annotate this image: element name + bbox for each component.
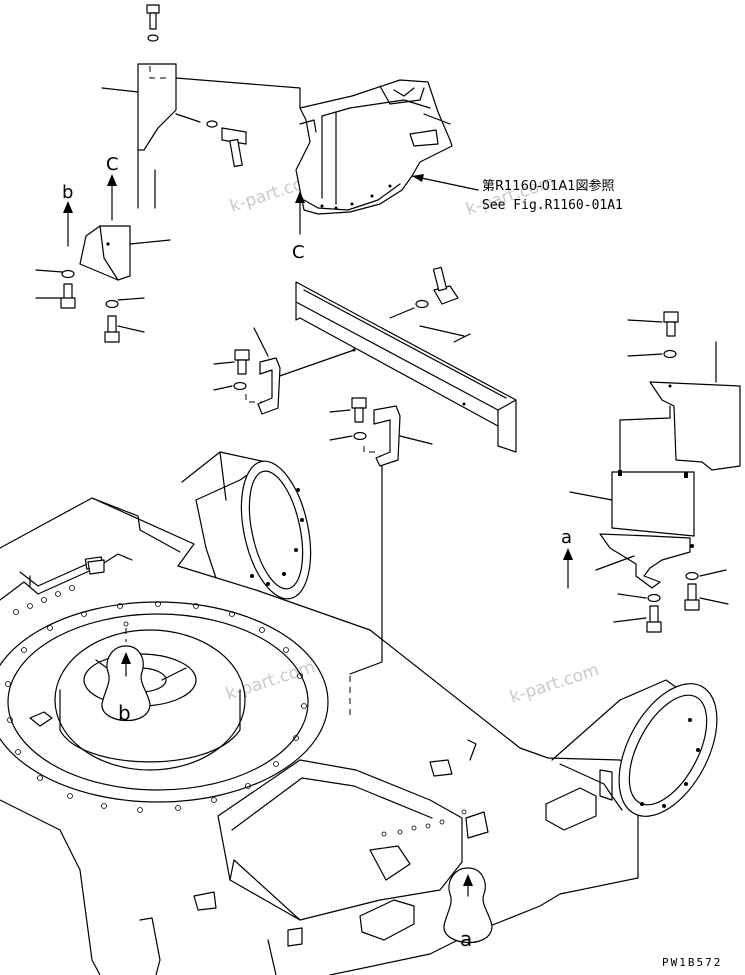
- view-b-label-marker: b: [118, 701, 131, 725]
- leader-line-a: [349, 465, 383, 675]
- reference-text-jp: 第R1160-01A1図参照: [482, 178, 615, 194]
- view-a-marker: a: [443, 867, 493, 951]
- housing-cover: 第R1160-01A1図参照 See Fig.R1160-01A1: [295, 79, 623, 215]
- view-a-label-marker: a: [460, 927, 472, 951]
- view-c-arrow-left: C: [106, 154, 119, 221]
- main-frame: [0, 451, 718, 975]
- view-b-arrow-left: b: [62, 182, 73, 247]
- upper-left-bracket-assembly: [35, 4, 301, 343]
- view-a-arrow-right: a: [561, 527, 573, 589]
- bolt-icon: [233, 349, 250, 391]
- drawing-number: PW1B572: [662, 956, 722, 969]
- watermark-4: k-part.com: [507, 660, 601, 708]
- bolt-icon: [646, 605, 662, 633]
- bolt-icon: [60, 283, 76, 309]
- bolt-icon: [351, 397, 367, 441]
- small-bracket-left: [213, 327, 281, 415]
- bolt-icon: [146, 4, 160, 42]
- cross-member-beam: [273, 266, 517, 453]
- right-cover-assembly: [569, 311, 741, 633]
- view-c-label-bottom: C: [292, 242, 305, 263]
- view-b-marker: b: [101, 645, 151, 725]
- small-bracket-center: [329, 397, 433, 467]
- bolt-icon: [415, 266, 459, 309]
- bolt-icon: [663, 311, 679, 359]
- view-a-label-arrow: a: [561, 527, 572, 548]
- bolt-icon: [104, 315, 120, 343]
- bolt-icon: [206, 120, 247, 168]
- reference-text-en: See Fig.R1160-01A1: [482, 198, 623, 213]
- view-c-arrow-center: C: [292, 191, 305, 263]
- bolt-icon: [684, 583, 700, 611]
- view-b-label-arrow: b: [62, 182, 73, 203]
- view-c-label-top: C: [106, 154, 119, 175]
